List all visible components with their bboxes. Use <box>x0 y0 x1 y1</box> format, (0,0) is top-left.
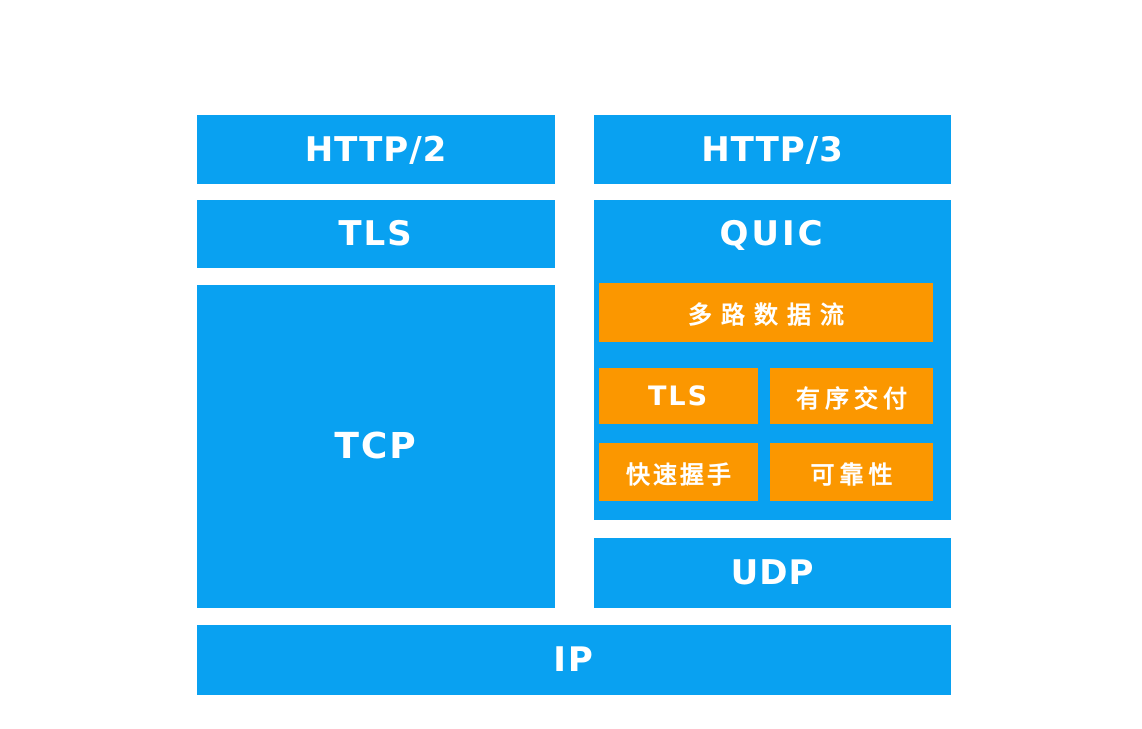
http3-layer-box: HTTP/3 <box>594 115 951 184</box>
quic-feature-ordered-delivery: 有序交付 <box>770 368 933 424</box>
tcp-layer-box: TCP <box>197 285 555 608</box>
http2-layer-box: HTTP/2 <box>197 115 555 184</box>
tls-layer-box: TLS <box>197 200 555 268</box>
udp-layer-box: UDP <box>594 538 951 608</box>
quic-feature-reliability: 可靠性 <box>770 443 933 501</box>
quic-feature-tls: TLS <box>599 368 758 424</box>
quic-layer-label: QUIC <box>719 214 826 254</box>
quic-feature-multiplexed-streams: 多路数据流 <box>599 283 933 342</box>
ip-layer-box: IP <box>197 625 951 695</box>
quic-feature-fast-handshake: 快速握手 <box>599 443 758 501</box>
